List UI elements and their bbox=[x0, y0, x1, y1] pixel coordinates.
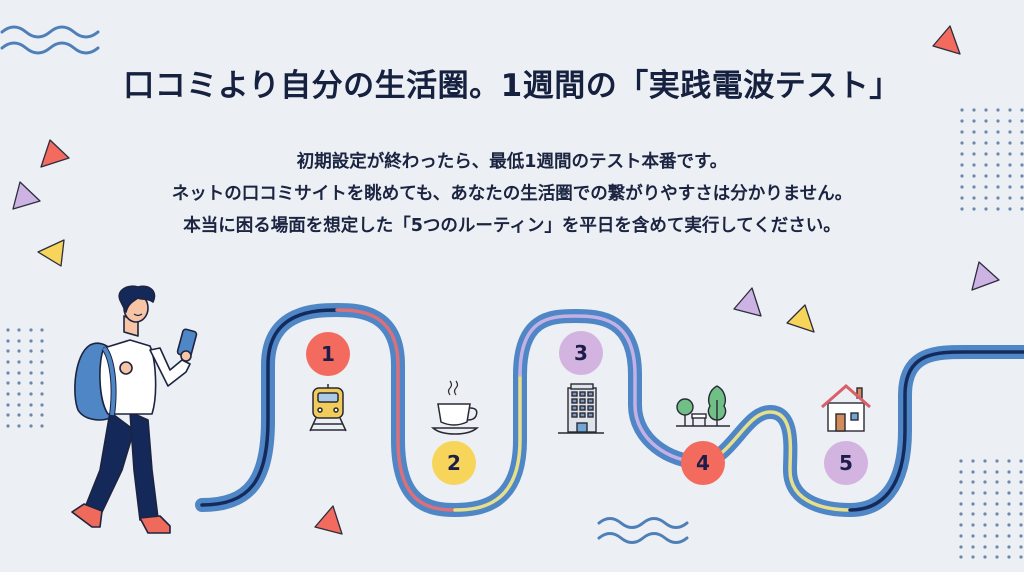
stop-badge-4 bbox=[681, 441, 725, 485]
stop-number: 1 bbox=[321, 342, 335, 366]
page-title: 口コミより自分の生活圏。1週間の「実践電波テスト」 bbox=[123, 68, 901, 104]
house-icon bbox=[821, 384, 871, 432]
stop-number: 4 bbox=[696, 451, 710, 475]
traveler-character bbox=[71, 285, 198, 534]
lead-line-1: 初期設定が終わったら、最低1週間のテスト本番です。 bbox=[296, 152, 728, 172]
route-path bbox=[195, 303, 1024, 517]
route-stop-4: 4 bbox=[676, 385, 730, 485]
stop-badge-3 bbox=[559, 331, 603, 375]
stop-badge-1 bbox=[306, 332, 350, 376]
lead-line-2: ネットの口コミサイトを眺めても、あなたの生活圏での繋がりやすさは分かりません。 bbox=[171, 184, 853, 204]
train-icon bbox=[309, 384, 347, 432]
lead-line-3: 本当に困る場面を想定した「5つのルーティン」を平日を含めて実行してください。 bbox=[183, 216, 841, 236]
coffee-cup-icon bbox=[430, 380, 480, 435]
stop-badge-5 bbox=[824, 441, 868, 485]
triangle-purple bbox=[971, 261, 1000, 291]
route-stop-1: 1 bbox=[306, 332, 350, 432]
triangle-purple bbox=[733, 287, 762, 317]
wave-decoration-bottom bbox=[597, 517, 689, 544]
dot-grid-left bbox=[6, 328, 44, 428]
stop-badge-2 bbox=[432, 441, 476, 485]
hair bbox=[118, 285, 156, 313]
dot-grid-bottom-right bbox=[959, 459, 1023, 559]
wave-decoration-top-left bbox=[0, 25, 100, 55]
triangle-yellow bbox=[786, 304, 815, 333]
route-stop-5: 5 bbox=[821, 384, 871, 485]
triangle-red bbox=[932, 25, 961, 55]
park-bench-trees-icon bbox=[676, 385, 730, 427]
shoe-right bbox=[139, 515, 171, 534]
lead-paragraph: 初期設定が終わったら、最低1週間のテスト本番です。 ネットの口コミサイトを眺めて… bbox=[0, 146, 1024, 242]
stop-number: 5 bbox=[839, 451, 853, 475]
triangle-yellow bbox=[37, 239, 65, 267]
route-stop-2: 2 bbox=[430, 380, 480, 485]
shoe-left bbox=[71, 503, 103, 528]
stop-number: 2 bbox=[447, 451, 461, 475]
office-building-icon bbox=[558, 383, 604, 434]
phone bbox=[176, 328, 198, 358]
triangle-red bbox=[314, 505, 343, 535]
backpack bbox=[74, 342, 119, 421]
route-stop-3: 3 bbox=[558, 331, 604, 434]
stop-number: 3 bbox=[574, 341, 588, 365]
